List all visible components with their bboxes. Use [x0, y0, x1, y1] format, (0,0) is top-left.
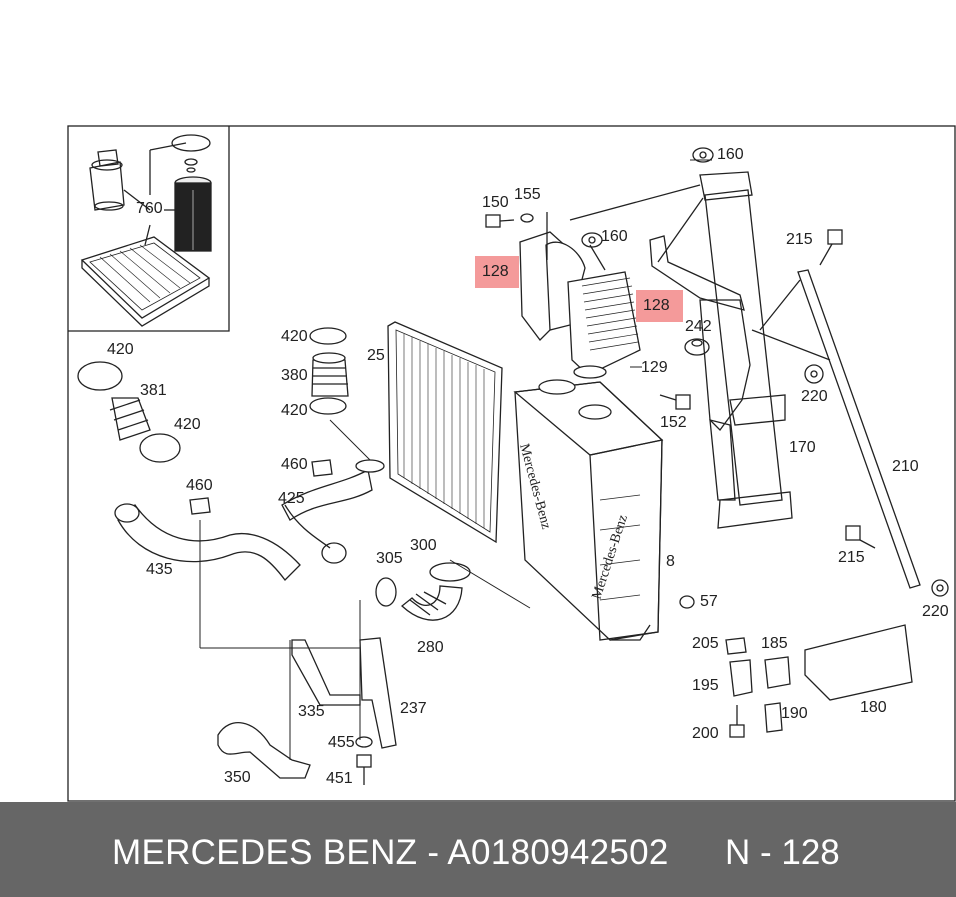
bolt-150-drawing [485, 214, 515, 228]
callout-210[interactable]: 210 [892, 458, 919, 475]
bolt-200-drawing [729, 705, 745, 738]
fuel-filter-housing-drawing [89, 149, 125, 211]
callout-129[interactable]: 129 [641, 359, 668, 376]
air-filter-element-drawing [387, 321, 503, 544]
washer-160a-drawing [692, 147, 714, 163]
hose-425-drawing [281, 459, 385, 564]
callout-185[interactable]: 185 [761, 635, 788, 652]
air-filter-housing-drawing [513, 379, 664, 641]
cabin-filter-drawing [80, 236, 211, 327]
callout-455[interactable]: 455 [328, 734, 355, 751]
callout-8[interactable]: 8 [666, 553, 675, 570]
bellows-381-drawing [109, 397, 151, 441]
callout-195[interactable]: 195 [692, 677, 719, 694]
callout-220-bottom[interactable]: 220 [922, 603, 949, 620]
callout-160-top[interactable]: 160 [717, 146, 744, 163]
callout-300[interactable]: 300 [410, 537, 437, 554]
o-rings-drawing [171, 134, 211, 173]
bracket-180-drawing [804, 624, 913, 701]
bellows-380-drawing [311, 352, 349, 397]
callout-180[interactable]: 180 [860, 699, 887, 716]
mounting-bracket-drawing [569, 171, 921, 589]
washer-220b-drawing [931, 579, 949, 597]
highlight-128-left [475, 256, 519, 288]
bolt-215a-drawing [819, 229, 843, 266]
callout-460-a[interactable]: 460 [281, 456, 308, 473]
callout-420-a[interactable]: 420 [107, 341, 134, 358]
callout-150[interactable]: 150 [482, 194, 509, 211]
hose-435-drawing [114, 503, 301, 581]
callout-160[interactable]: 160 [601, 228, 628, 245]
footer-bar [0, 802, 956, 897]
callout-220-top[interactable]: 220 [801, 388, 828, 405]
callout-435[interactable]: 435 [146, 561, 173, 578]
callout-242[interactable]: 242 [685, 318, 712, 335]
callout-305[interactable]: 305 [376, 550, 403, 567]
nut-460a-drawing [311, 459, 333, 477]
callout-170[interactable]: 170 [789, 439, 816, 456]
nut-460b-drawing [189, 497, 211, 515]
callout-451[interactable]: 451 [326, 770, 353, 787]
callout-460-b[interactable]: 460 [186, 477, 213, 494]
callout-335[interactable]: 335 [298, 703, 325, 720]
washer-160b-drawing [581, 232, 603, 248]
hose-280-drawing [401, 585, 463, 621]
callout-420-d[interactable]: 420 [174, 416, 201, 433]
callout-128-right[interactable]: 128 [643, 297, 670, 314]
mount-185-drawing [764, 656, 791, 689]
part-title: MERCEDES BENZ - A0180942502 [112, 833, 669, 872]
diagram-frame [67, 125, 956, 802]
callout-760[interactable]: 760 [136, 200, 163, 217]
callout-420-c[interactable]: 420 [281, 402, 308, 419]
intake-duct-drawing [519, 231, 641, 379]
mount-242-drawing [684, 338, 710, 356]
washer-455-drawing [355, 736, 373, 748]
callout-350[interactable]: 350 [224, 769, 251, 786]
bracket-335-drawing [291, 639, 361, 706]
page-code: N - 128 [725, 833, 840, 872]
callout-57[interactable]: 57 [700, 593, 718, 610]
bolt-215b-drawing [845, 525, 876, 549]
callout-425[interactable]: 425 [278, 490, 305, 507]
bracket-350-drawing [217, 722, 311, 779]
plate-190-drawing [764, 702, 783, 733]
filter-element-drawing [174, 176, 212, 252]
callout-380[interactable]: 380 [281, 367, 308, 384]
callout-190[interactable]: 190 [781, 705, 808, 722]
nut-57-drawing [679, 595, 695, 609]
callout-152[interactable]: 152 [660, 414, 687, 431]
callout-381[interactable]: 381 [140, 382, 167, 399]
callout-205[interactable]: 205 [692, 635, 719, 652]
washer-155-drawing [520, 213, 534, 223]
callout-25[interactable]: 25 [367, 347, 385, 364]
inset-frame [68, 126, 230, 332]
callout-237[interactable]: 237 [400, 700, 427, 717]
nut-205-drawing [725, 637, 747, 655]
highlight-128-right [636, 290, 683, 322]
bracket-195-drawing [729, 659, 753, 697]
bolt-152-drawing [659, 394, 691, 410]
callout-215-bottom[interactable]: 215 [838, 549, 865, 566]
callout-128-left[interactable]: 128 [482, 263, 509, 280]
washer-220a-drawing [804, 364, 824, 384]
callout-280[interactable]: 280 [417, 639, 444, 656]
callout-215-top[interactable]: 215 [786, 231, 813, 248]
callout-155[interactable]: 155 [514, 186, 541, 203]
callout-420-b[interactable]: 420 [281, 328, 308, 345]
bolt-451-drawing [356, 754, 372, 785]
callout-200[interactable]: 200 [692, 725, 719, 742]
bracket-237-drawing [359, 637, 397, 749]
